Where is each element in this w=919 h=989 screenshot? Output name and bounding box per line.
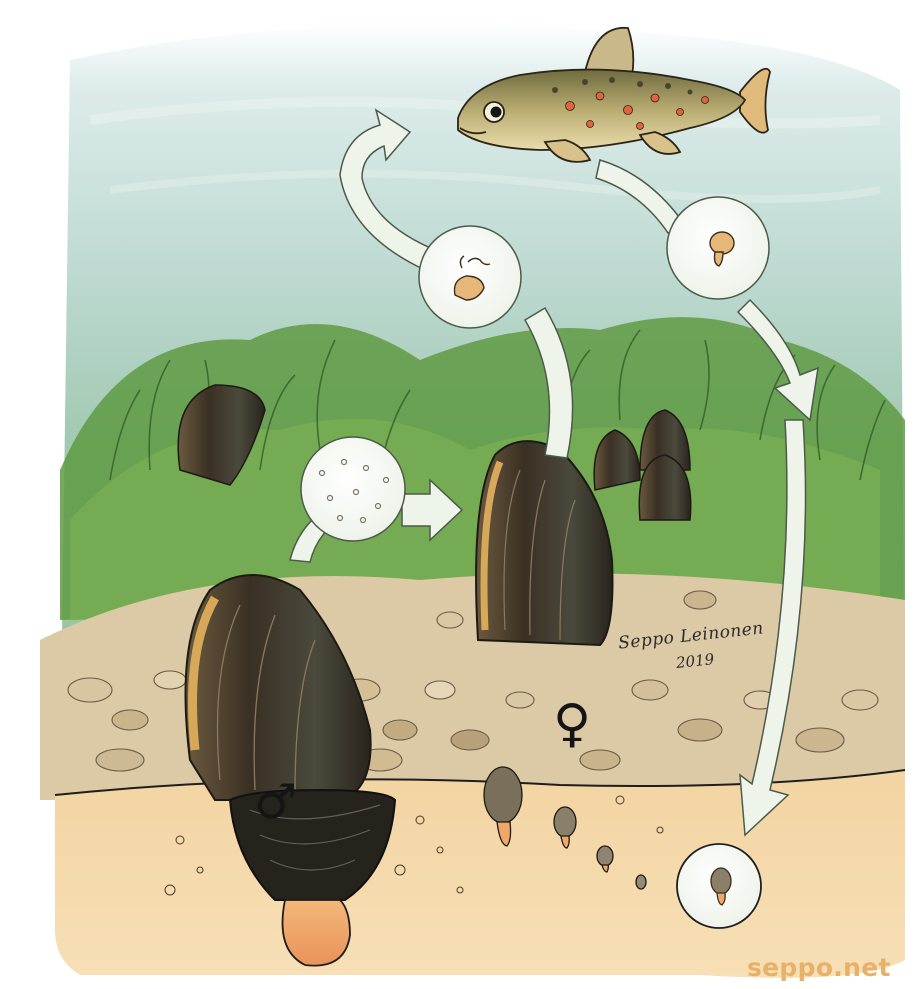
stage-circle-eggs bbox=[301, 437, 405, 541]
stage-circle-attached-larva bbox=[667, 197, 769, 299]
juvenile-mussel-icon bbox=[636, 875, 646, 889]
stage-circle-juvenile bbox=[677, 844, 761, 928]
watermark: seppo.net bbox=[747, 953, 891, 982]
male-symbol: ♂ bbox=[254, 778, 297, 826]
female-symbol: ♀ bbox=[553, 698, 591, 750]
stage-circle-glochidia bbox=[419, 226, 521, 328]
mussel-foot bbox=[283, 900, 351, 966]
